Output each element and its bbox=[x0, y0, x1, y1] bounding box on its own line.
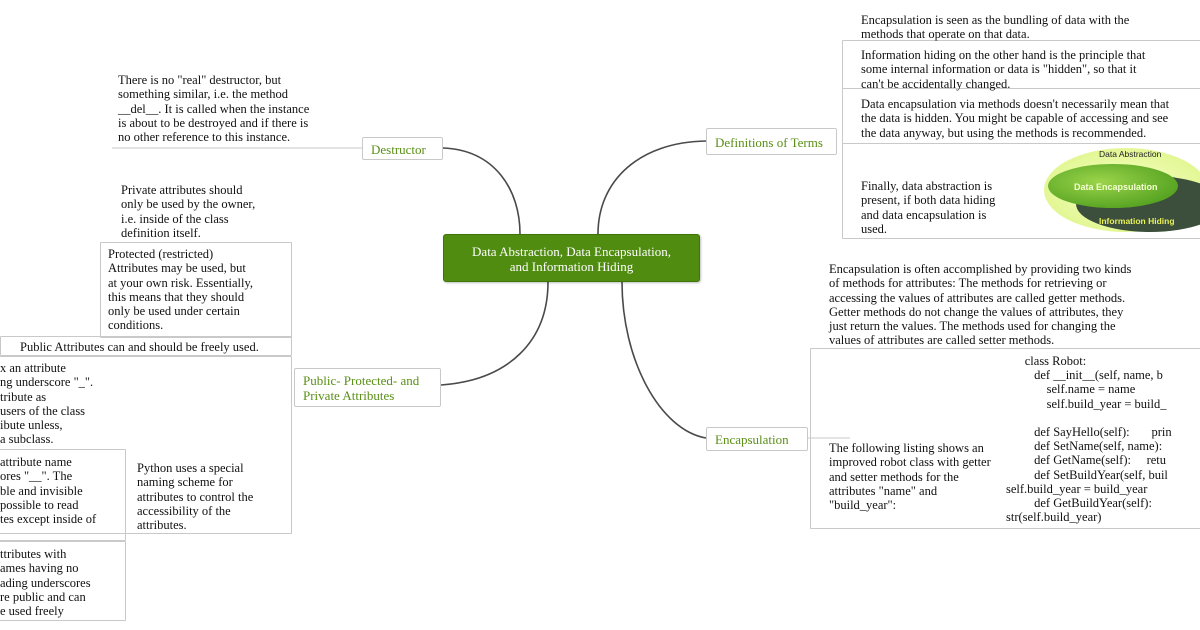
central-topic[interactable]: Data Abstraction, Data Encapsulation, an… bbox=[443, 234, 700, 282]
definitions-box bbox=[842, 40, 1200, 239]
definition-information-hiding: Information hiding on the other hand is … bbox=[861, 48, 1146, 91]
definition-encapsulation: Encapsulation is seen as the bundling of… bbox=[861, 13, 1130, 42]
encapsulation-node[interactable]: Encapsulation bbox=[706, 427, 808, 451]
double-underscore-box bbox=[0, 449, 126, 541]
destructor-note: There is no "real" destructor, but somet… bbox=[118, 73, 310, 145]
protected-note-box bbox=[100, 242, 292, 338]
definitions-divider-2 bbox=[842, 143, 1200, 144]
link-definitions bbox=[597, 140, 707, 235]
venn-data-encapsulation-ellipse bbox=[1048, 164, 1178, 208]
public-attributes-note: Public Attributes can and should be free… bbox=[20, 340, 259, 354]
link-encapsulation bbox=[621, 281, 707, 439]
no-underscore-box bbox=[0, 541, 126, 621]
naming-scheme-note: Python uses a special naming scheme for … bbox=[137, 461, 254, 533]
encapsulation-intro-note: Encapsulation is often accomplished by p… bbox=[829, 262, 1132, 348]
private-attributes-note: Private attributes should only be used b… bbox=[121, 183, 256, 240]
link-access bbox=[440, 281, 549, 386]
robot-class-code: class Robot: def __init__(self, name, b … bbox=[1006, 354, 1172, 525]
definitions-node[interactable]: Definitions of Terms bbox=[706, 128, 837, 155]
naming-scheme-box bbox=[0, 356, 292, 534]
venn-left-label: Data Encapsulation bbox=[1074, 182, 1158, 192]
single-underscore-note: x an attribute ng underscore "_". tribut… bbox=[0, 361, 94, 447]
definitions-divider-1 bbox=[842, 88, 1200, 89]
double-underscore-note: attribute name ores "__". The ble and in… bbox=[0, 455, 97, 527]
venn-diagram: Data Abstraction Data Encapsulation Info… bbox=[1044, 148, 1200, 232]
access-node[interactable]: Public- Protected- and Private Attribute… bbox=[294, 368, 441, 407]
venn-outer-label: Data Abstraction bbox=[1099, 149, 1162, 159]
encapsulation-listing-box bbox=[810, 348, 1200, 529]
public-note-box bbox=[0, 336, 292, 356]
protected-attributes-note: Protected (restricted) Attributes may be… bbox=[108, 247, 254, 333]
encapsulation-listing-note: The following listing shows an improved … bbox=[829, 441, 991, 513]
venn-right-label: Information Hiding bbox=[1099, 216, 1175, 226]
link-destructor bbox=[442, 147, 521, 235]
destructor-node[interactable]: Destructor bbox=[362, 137, 443, 160]
definition-data-abstraction: Finally, data abstraction is present, if… bbox=[861, 179, 996, 236]
no-underscore-note: ttributes with ames having no ading unde… bbox=[0, 547, 91, 619]
definition-data-encapsulation: Data encapsulation via methods doesn't n… bbox=[861, 97, 1170, 140]
